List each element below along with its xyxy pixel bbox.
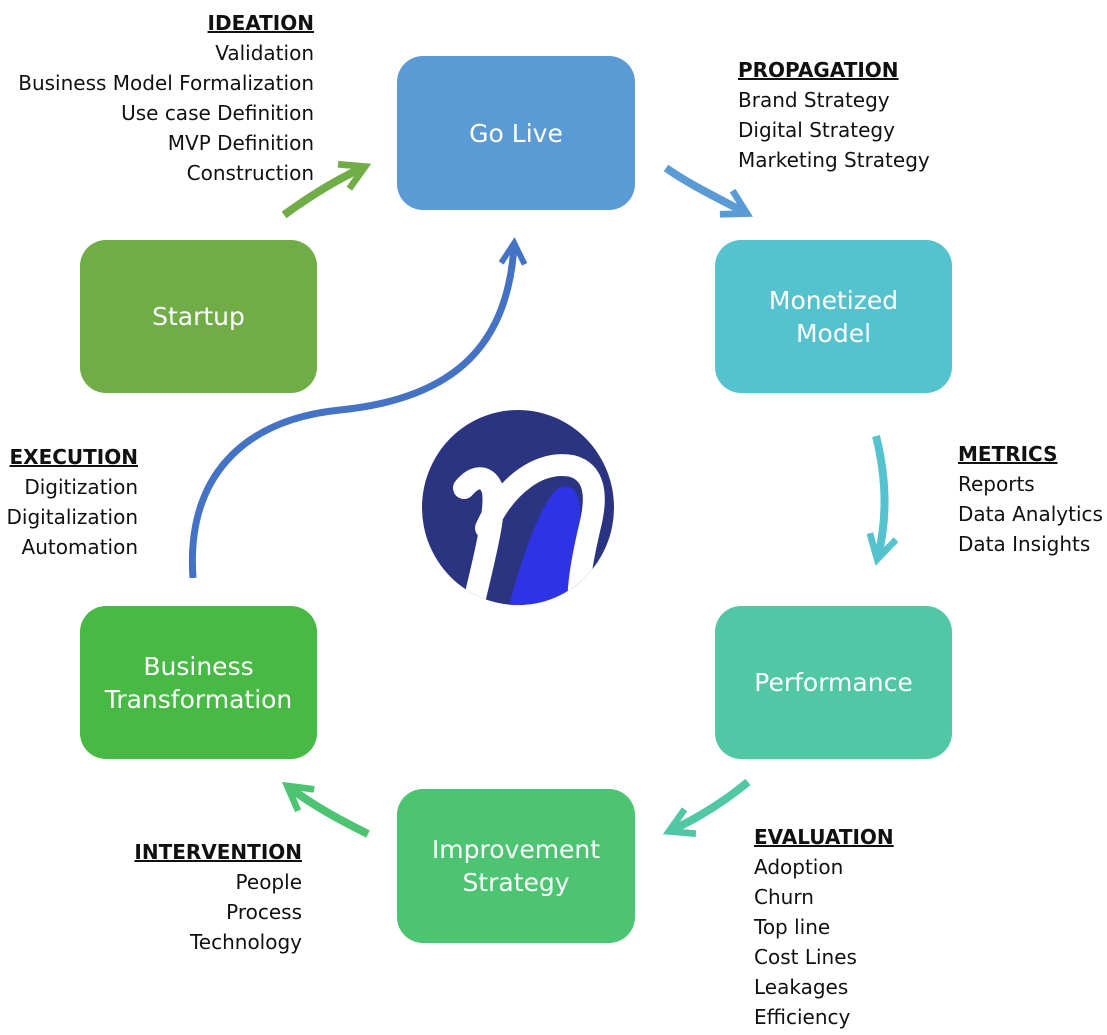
annotation-item: Data Analytics bbox=[958, 502, 1103, 526]
logo-letter bbox=[453, 454, 605, 605]
stage-monetized-model: Monetized Model bbox=[715, 240, 952, 393]
annotation-item: Business Model Formalization bbox=[18, 71, 314, 95]
arrow-startup-to-golive bbox=[281, 160, 372, 219]
stage-startup: Startup bbox=[80, 240, 317, 393]
annotation-heading: EXECUTION bbox=[9, 445, 139, 469]
annotation-item: Brand Strategy bbox=[738, 88, 890, 112]
annotation-heading: INTERVENTION bbox=[134, 840, 302, 864]
annotation-item: Churn bbox=[754, 885, 814, 909]
arrow-performance-to-improvement bbox=[662, 778, 751, 837]
stage-business-transformation: Business Transformation bbox=[80, 606, 317, 759]
n-logo-icon bbox=[422, 410, 614, 605]
annotation-item: Top line bbox=[754, 915, 831, 939]
annotation-execution: EXECUTION Digitization Digitalization Au… bbox=[7, 442, 138, 562]
logo-accent bbox=[508, 486, 580, 605]
annotation-item: Use case Definition bbox=[121, 101, 314, 125]
annotation-heading: IDEATION bbox=[207, 11, 314, 35]
annotation-metrics: METRICS Reports Data Analytics Data Insi… bbox=[958, 439, 1103, 559]
annotation-item: Data Insights bbox=[958, 532, 1091, 556]
annotation-ideation: IDEATION Validation Business Model Forma… bbox=[18, 8, 314, 188]
annotation-item: Adoption bbox=[754, 855, 844, 879]
arrows-group bbox=[188, 160, 899, 838]
annotation-item: Cost Lines bbox=[754, 945, 857, 969]
arrow-improvement-to-transformation bbox=[281, 781, 370, 838]
annotation-item: Reports bbox=[958, 472, 1035, 496]
annotation-item: MVP Definition bbox=[167, 131, 314, 155]
stage-go-live: Go Live bbox=[397, 56, 635, 210]
annotation-item: Efficiency bbox=[754, 1005, 851, 1029]
annotation-evaluation: EVALUATION Adoption Churn Top line Cost … bbox=[754, 822, 894, 1032]
annotation-item: Digitalization bbox=[6, 505, 138, 529]
stage-performance: Performance bbox=[715, 606, 952, 759]
arrow-golive-to-monetized bbox=[663, 164, 753, 218]
annotation-item: People bbox=[235, 870, 302, 894]
annotation-item: Digital Strategy bbox=[738, 118, 895, 142]
annotation-item: Validation bbox=[215, 41, 314, 65]
annotation-item: Marketing Strategy bbox=[738, 148, 930, 172]
annotation-heading: METRICS bbox=[958, 442, 1058, 466]
annotation-item: Automation bbox=[21, 535, 138, 559]
annotation-item: Process bbox=[226, 900, 302, 924]
annotation-item: Construction bbox=[186, 161, 314, 185]
annotation-intervention: INTERVENTION People Process Technology bbox=[134, 837, 302, 957]
annotation-item: Technology bbox=[189, 930, 302, 954]
stage-improvement-strategy: Improvement Strategy bbox=[397, 789, 635, 943]
annotation-propagation: PROPAGATION Brand Strategy Digital Strat… bbox=[738, 55, 930, 175]
annotation-heading: EVALUATION bbox=[754, 825, 894, 849]
annotation-heading: PROPAGATION bbox=[738, 58, 899, 82]
arrow-transformation-to-golive bbox=[188, 237, 528, 579]
annotation-item: Leakages bbox=[754, 975, 849, 999]
annotation-item: Digitization bbox=[24, 475, 138, 499]
arrow-monetized-to-performance bbox=[866, 435, 899, 566]
